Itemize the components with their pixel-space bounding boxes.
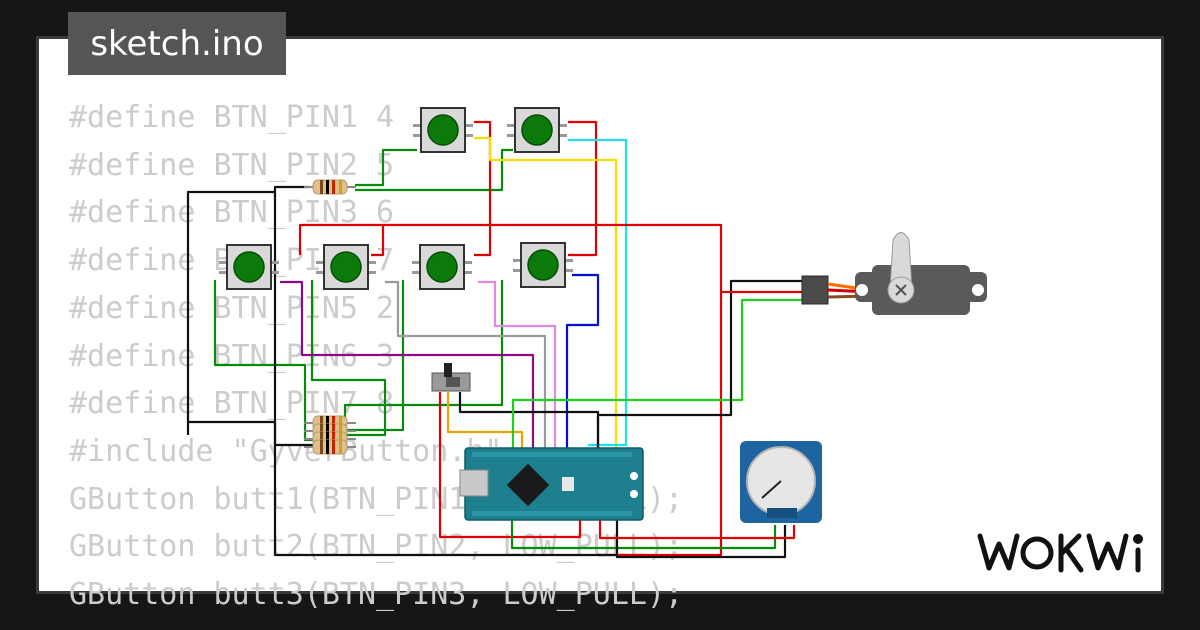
wire xyxy=(510,520,777,550)
wire xyxy=(385,280,547,450)
wire xyxy=(371,225,385,257)
pushbutton-icon[interactable] xyxy=(411,244,473,290)
wire xyxy=(438,392,582,539)
wire xyxy=(568,138,628,447)
wire xyxy=(273,192,617,557)
wire xyxy=(280,280,535,450)
wires xyxy=(186,120,810,559)
wire xyxy=(598,520,796,540)
resistor-icon xyxy=(303,179,357,195)
servo-icon[interactable] xyxy=(801,232,987,316)
wire xyxy=(511,298,810,450)
wire xyxy=(478,280,557,450)
code-line: #define BTN_PIN5 2 xyxy=(69,290,395,326)
resistor-icon xyxy=(303,439,357,455)
wire xyxy=(565,273,600,450)
pushbutton-icon[interactable] xyxy=(218,244,280,290)
code-line: #define BTN_PIN1 4 xyxy=(69,100,395,135)
code-line: GButton butt3(BTN_PIN3, LOW_PULL); xyxy=(69,577,684,613)
code-line: #include "GyverButton.h" xyxy=(69,433,503,469)
wire xyxy=(474,120,492,257)
pushbutton-icon[interactable] xyxy=(512,242,574,288)
wire xyxy=(446,392,524,450)
pushbutton-icon[interactable] xyxy=(506,107,568,153)
code-line: #define BTN_PIN3 6 xyxy=(69,195,395,231)
wire xyxy=(568,120,598,257)
pushbutton-icon[interactable] xyxy=(315,244,377,290)
wire xyxy=(355,148,513,192)
arduino-nano-icon xyxy=(459,447,644,521)
wire xyxy=(186,185,310,435)
wire xyxy=(596,279,810,450)
wire xyxy=(273,422,315,447)
file-tab-sketch[interactable]: sketch.ino xyxy=(68,12,286,75)
code-line: #define BTN_PIN7 8 xyxy=(69,386,395,422)
wire xyxy=(310,280,387,437)
wire xyxy=(343,280,504,425)
slide-switch-icon[interactable] xyxy=(431,363,471,392)
code-background: #define BTN_PIN1 4 #define BTN_PIN2 5 #def… xyxy=(69,94,683,619)
code-line: #define BTN_PIN2 5 xyxy=(69,147,395,183)
potentiometer-icon[interactable] xyxy=(740,441,822,523)
pushbutton-icon[interactable] xyxy=(412,107,474,153)
wire xyxy=(355,148,417,187)
wire xyxy=(345,280,405,432)
wokwi-logo-icon xyxy=(977,533,1143,573)
wire xyxy=(298,223,723,557)
